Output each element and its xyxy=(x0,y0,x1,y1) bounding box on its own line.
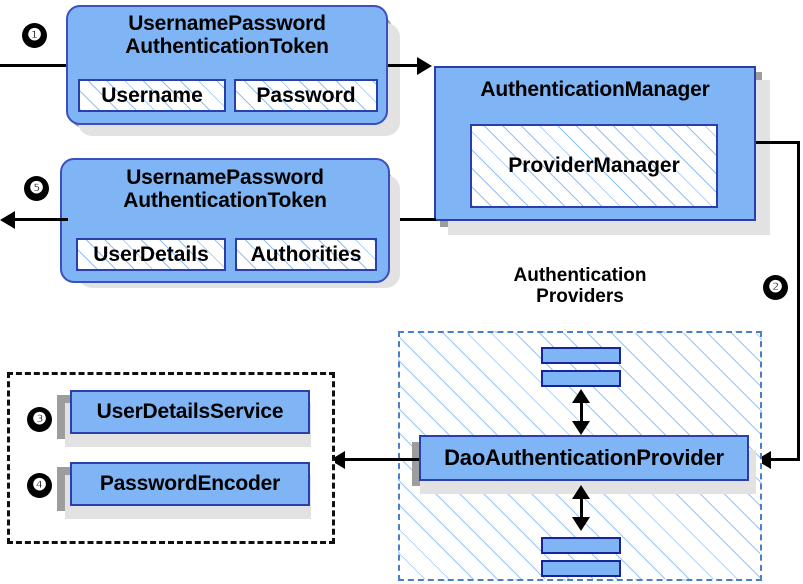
response-token-field-userdetails[interactable]: UserDetails xyxy=(76,238,226,271)
request-token-field-username[interactable]: Username xyxy=(78,79,226,112)
dao-authentication-provider-label: DaoAuthenticationProvider xyxy=(444,445,724,471)
provider-link-top-line xyxy=(580,392,583,432)
provider-manager-node[interactable]: ProviderManager xyxy=(470,124,718,208)
passwordencoder-node[interactable]: PasswordEncoder xyxy=(70,462,310,506)
other-provider-bar-bottom-1[interactable] xyxy=(541,537,621,554)
response-token-field-authorities[interactable]: Authorities xyxy=(235,238,377,271)
request-token-title: UsernamePassword AuthenticationToken xyxy=(125,12,329,58)
step-badge-5: ❺ xyxy=(24,176,49,201)
authentication-manager-title: AuthenticationManager xyxy=(480,78,710,101)
userdetailsservice-label: UserDetailsService xyxy=(96,399,284,423)
response-token-title: UsernamePassword AuthenticationToken xyxy=(123,166,327,212)
provider-link-bottom-line xyxy=(580,488,583,528)
other-provider-bar-top-1[interactable] xyxy=(541,347,621,364)
other-provider-bar-top-2[interactable] xyxy=(541,370,621,387)
step-badge-3: ❸ xyxy=(27,407,52,432)
other-provider-bar-bottom-2[interactable] xyxy=(541,560,621,577)
request-to-manager-line xyxy=(388,64,422,67)
response-out-arrowhead xyxy=(0,211,15,229)
step-badge-1: ❶ xyxy=(22,23,47,48)
manager-to-provider-line-vertical xyxy=(797,141,800,460)
request-token-node[interactable]: UsernamePassword AuthenticationToken xyxy=(66,5,388,125)
dao-authentication-provider-node[interactable]: DaoAuthenticationProvider xyxy=(419,435,749,481)
provider-link-bottom-arrowhead-down xyxy=(572,517,590,531)
incoming-request-line xyxy=(0,64,80,67)
provider-link-top-arrowhead-up xyxy=(572,389,590,403)
passwordencoder-label: PasswordEncoder xyxy=(99,471,281,495)
step-badge-4: ❹ xyxy=(27,473,52,498)
provider-link-bottom-arrowhead-up xyxy=(572,485,590,499)
provider-link-top-arrowhead-down xyxy=(572,421,590,435)
request-token-field-password[interactable]: Password xyxy=(234,79,378,112)
request-to-manager-arrowhead xyxy=(417,57,432,75)
manager-to-provider-line-top xyxy=(756,141,800,144)
manager-to-response-line xyxy=(388,218,436,221)
authentication-providers-title: Authentication Providers xyxy=(513,265,647,308)
userdetailsservice-node[interactable]: UserDetailsService xyxy=(70,390,310,434)
provider-to-dependencies-line xyxy=(345,458,419,461)
step-badge-2: ❷ xyxy=(763,275,788,300)
response-out-line xyxy=(6,218,68,221)
